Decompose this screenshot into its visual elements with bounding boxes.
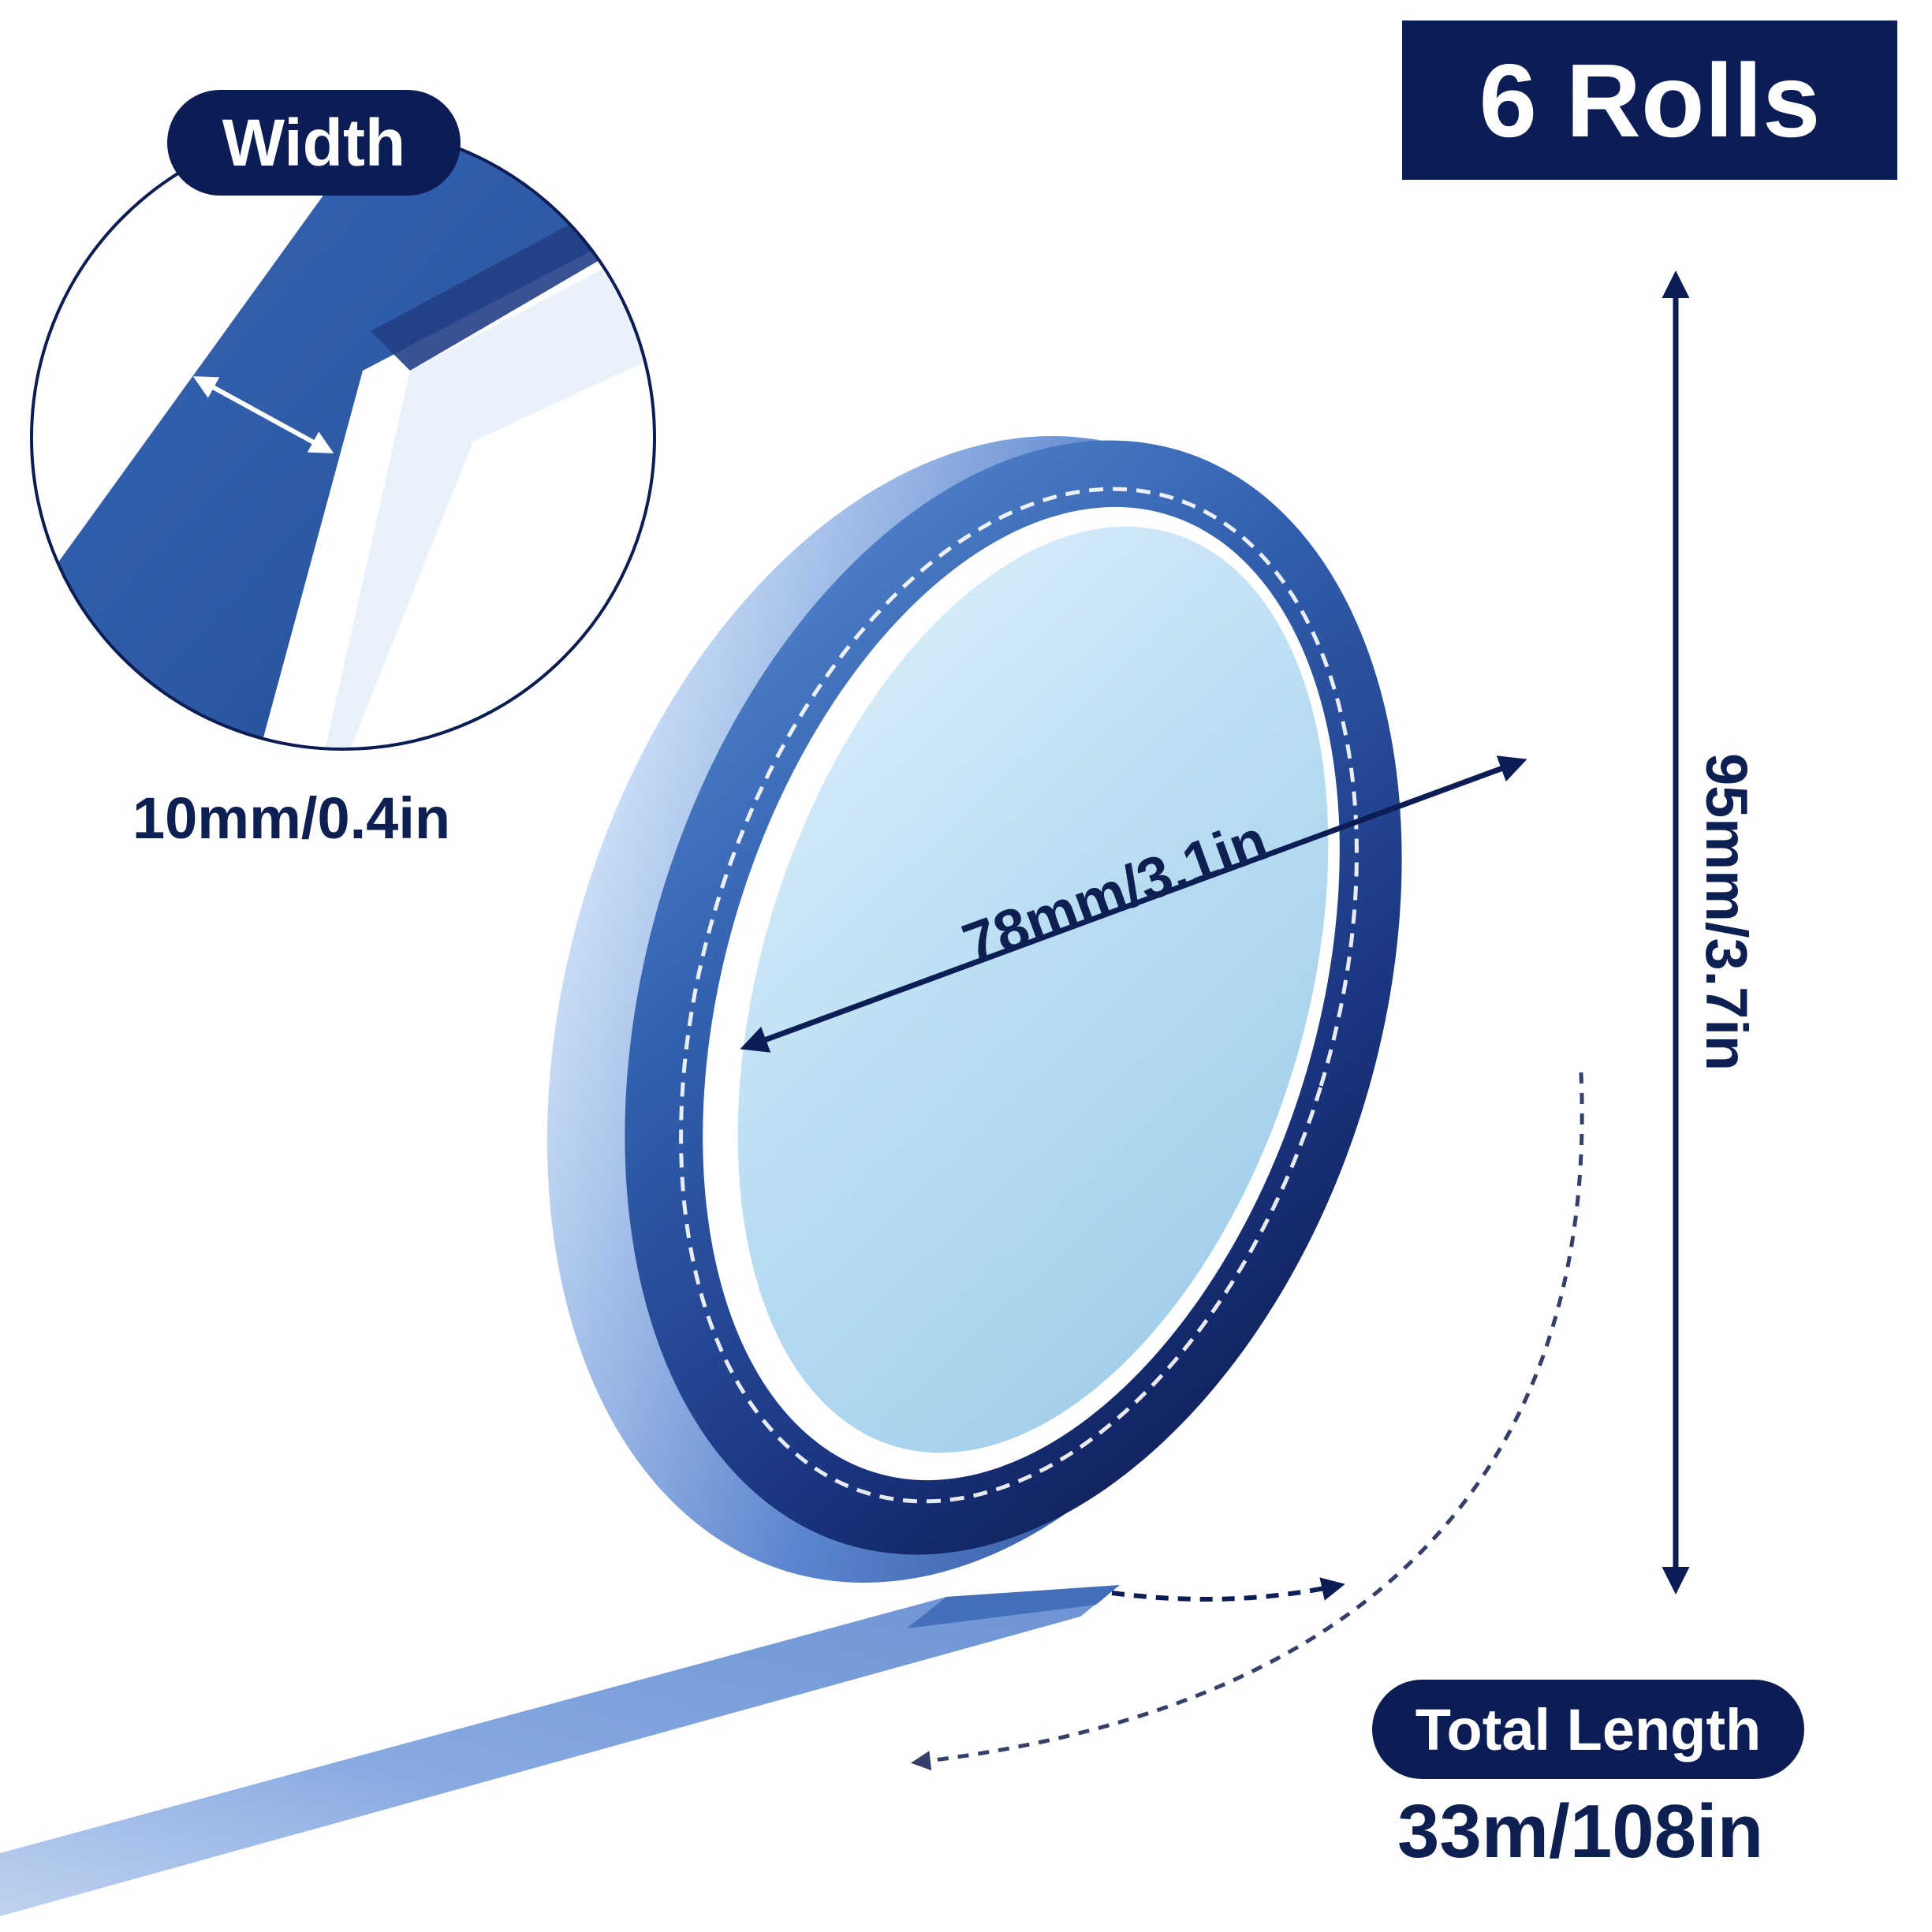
outer-diameter-label: 95mm/3.7in xyxy=(1694,753,1759,1072)
width-value: 10mm/0.4in xyxy=(132,785,451,851)
width-arrow xyxy=(192,376,334,453)
total-length-value: 33m/108in xyxy=(1397,1789,1764,1874)
roll-count-badge: 6 Rolls xyxy=(1402,21,1897,180)
tape-strip-shadow xyxy=(907,1585,1120,1628)
roll-dash-line xyxy=(679,487,1359,1504)
width-zoom-detail xyxy=(30,125,656,751)
length-arrow-long xyxy=(911,1072,1584,1771)
tape-strip xyxy=(0,1585,1120,1916)
width-badge: Width xyxy=(167,90,461,196)
length-arrow-short xyxy=(1111,1577,1345,1602)
inner-diameter-arrow xyxy=(740,755,1527,1053)
total-length-badge: Total Length xyxy=(1372,1680,1804,1779)
